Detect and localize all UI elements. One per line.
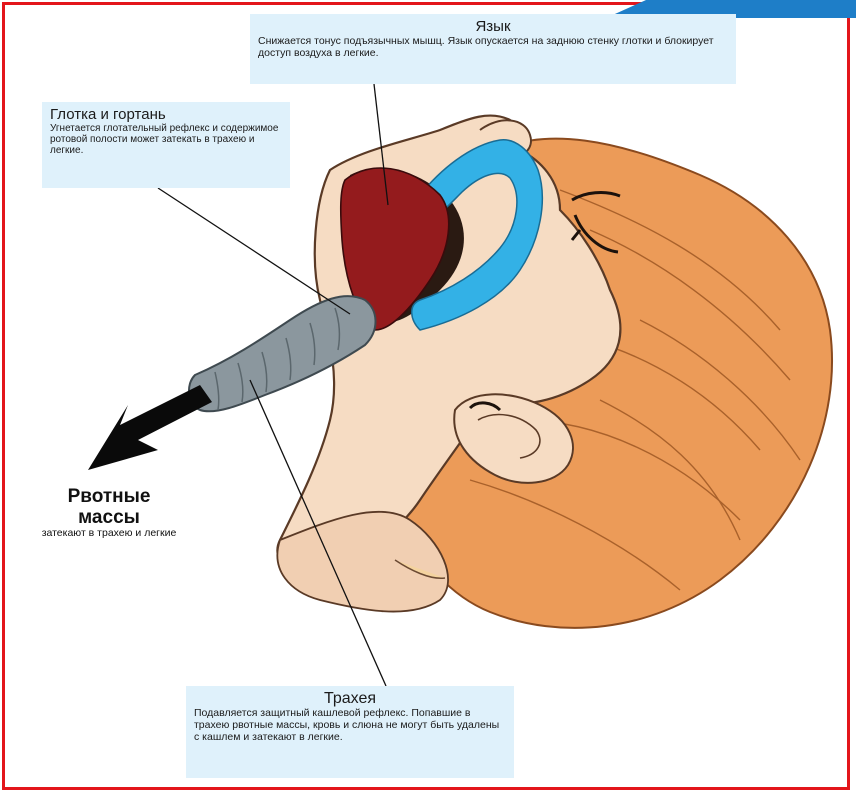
tongue-label: Язык Снижается тонус подъязычных мышц. Я… — [250, 14, 736, 84]
vomit-title-line1: Рвотные — [24, 486, 194, 507]
trachea-label-title: Трахея — [194, 690, 506, 707]
vomit-label: Рвотные массы затекают в трахею и легкие — [24, 486, 194, 539]
vomit-text: затекают в трахею и легкие — [24, 528, 194, 539]
pharynx-label-title: Глотка и гортань — [50, 106, 282, 123]
trachea-label-text: Подавляется защитный кашлевой рефлекс. П… — [194, 707, 506, 743]
pharynx-label-text: Угнетается глотательный рефлекс и содерж… — [50, 123, 282, 156]
trachea-label: Трахея Подавляется защитный кашлевой реф… — [186, 686, 514, 778]
vomit-title-line2: массы — [24, 507, 194, 528]
tongue-label-title: Язык — [258, 18, 728, 35]
pharynx-label: Глотка и гортань Угнетается глотательный… — [42, 102, 290, 188]
tongue-label-text: Снижается тонус подъязычных мышц. Язык о… — [258, 35, 728, 59]
vomit-arrow — [88, 385, 212, 470]
